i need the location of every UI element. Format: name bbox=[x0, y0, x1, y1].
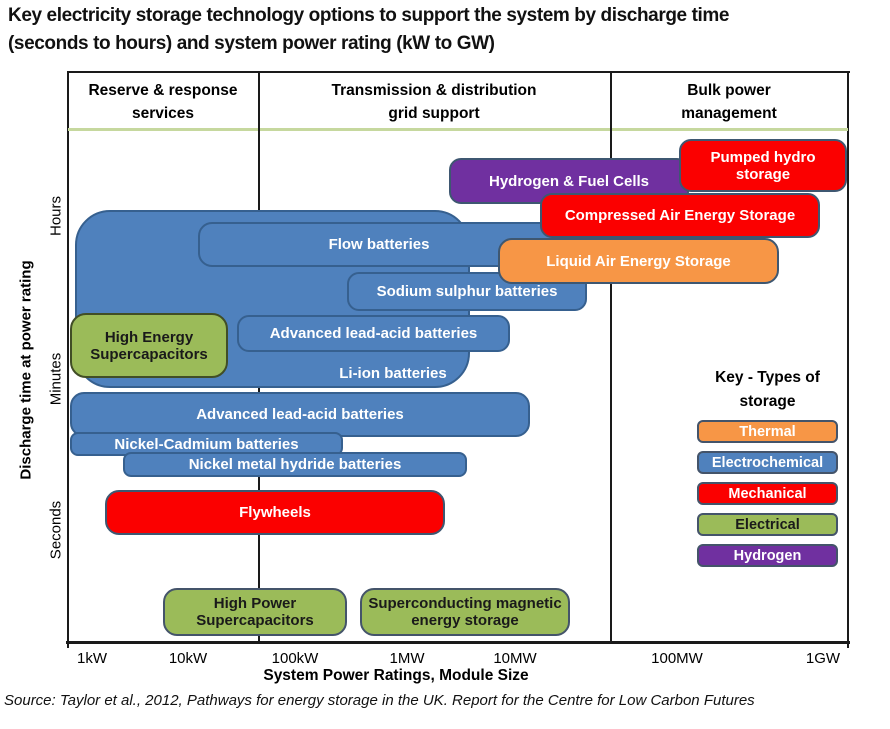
x-axis-title: System Power Ratings, Module Size bbox=[263, 667, 529, 684]
figure-title-line2: (seconds to hours) and system power rati… bbox=[8, 33, 495, 54]
plot-border-left bbox=[67, 71, 69, 648]
x-tick-label-1gw: 1GW bbox=[805, 650, 841, 667]
legend-item-electrochemical: Electrochemical bbox=[697, 451, 838, 474]
tech-box-compressed-air-energy-storage: Compressed Air Energy Storage bbox=[540, 193, 820, 238]
x-axis-line bbox=[66, 641, 850, 644]
x-tick-label-10kw: 10kW bbox=[168, 650, 208, 667]
plot-border-right bbox=[847, 71, 849, 648]
figure-title: Key electricity storage technology optio… bbox=[8, 2, 729, 58]
x-tick-label-1kw: 1kW bbox=[77, 650, 107, 667]
y-tick-label-seconds: Seconds bbox=[47, 500, 65, 560]
column-header-bulk-power-management: Bulk power management bbox=[681, 82, 777, 122]
tech-box-high-energy-supercapacitors: High Energy Supercapacitors bbox=[70, 313, 228, 378]
source-citation: Source: Taylor et al., 2012, Pathways fo… bbox=[4, 692, 755, 709]
x-tick-label-1mw: 1MW bbox=[389, 650, 425, 667]
tech-box-flywheels: Flywheels bbox=[105, 490, 445, 535]
figure-title-line1: Key electricity storage technology optio… bbox=[8, 5, 730, 26]
tech-label-li-ion-batteries: Li-ion batteries bbox=[339, 364, 447, 382]
x-tick-label-100mw: 100MW bbox=[651, 650, 703, 667]
legend-item-electrical: Electrical bbox=[697, 513, 838, 536]
column-divider-2 bbox=[610, 72, 612, 643]
legend-title: Key - Types of storage bbox=[715, 369, 820, 410]
tech-box-superconducting-magnetic-energy-storage: Superconducting magnetic energy storage bbox=[360, 588, 570, 636]
legend-item-hydrogen: Hydrogen bbox=[697, 544, 838, 567]
column-header-transmission-distribution-grid-support: Transmission & distribution grid support bbox=[331, 82, 537, 122]
x-tick-label-100kw: 100kW bbox=[271, 650, 319, 667]
legend-item-thermal: Thermal bbox=[697, 420, 838, 443]
tech-box-liquid-air-energy-storage: Liquid Air Energy Storage bbox=[498, 238, 779, 284]
column-header-reserve-response-services: Reserve & response services bbox=[88, 82, 238, 122]
tech-box-advanced-lead-acid-batteries: Advanced lead-acid batteries bbox=[237, 315, 510, 352]
legend-item-mechanical: Mechanical bbox=[697, 482, 838, 505]
x-tick-label-10mw: 10MW bbox=[493, 650, 537, 667]
tech-box-high-power-supercapacitors: High Power Supercapacitors bbox=[163, 588, 347, 636]
tech-box-nickel-metal-hydride-batteries: Nickel metal hydride batteries bbox=[123, 452, 467, 477]
y-tick-label-minutes: Minutes bbox=[47, 352, 65, 406]
tech-box-advanced-lead-acid-batteries: Advanced lead-acid batteries bbox=[70, 392, 530, 437]
header-separator-line bbox=[68, 128, 848, 131]
plot-border-top bbox=[67, 71, 850, 73]
y-axis-title: Discharge time at power rating bbox=[17, 260, 35, 480]
tech-box-pumped-hydro-storage: Pumped hydro storage bbox=[679, 139, 847, 192]
y-tick-label-hours: Hours bbox=[47, 195, 65, 237]
